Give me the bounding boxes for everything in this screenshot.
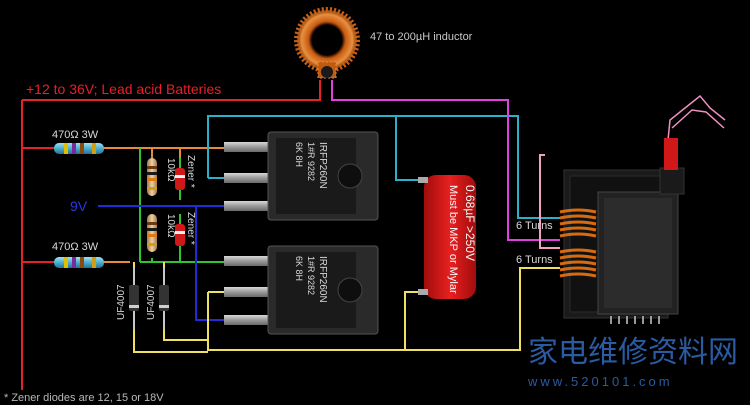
diode-uf4007-right xyxy=(159,268,169,330)
wire-supply-red xyxy=(21,80,321,390)
flyback-transformer xyxy=(559,138,685,324)
coil-top xyxy=(559,208,597,238)
mosfet-bottom-line1: IRFP260N xyxy=(317,256,328,303)
wire-blue-9v xyxy=(98,205,225,321)
wire-output-pink xyxy=(667,94,726,141)
diode-uf4007-left xyxy=(129,268,139,330)
coil-bottom xyxy=(559,248,597,278)
diode-left-label: UF4007 xyxy=(116,284,127,320)
zener-top-label: Zener * xyxy=(185,155,196,188)
mosfet-top-line3: 6K 8H xyxy=(294,142,304,167)
wires xyxy=(21,80,726,390)
gate-voltage-label: 9V xyxy=(70,198,88,214)
supply-label: +12 to 36V; Lead acid Batteries xyxy=(26,81,221,97)
wire-cyan xyxy=(207,115,560,219)
watermark-cn: 家电维修资料网 xyxy=(528,336,738,369)
resistor-10k-bottom-label: 10kΩ xyxy=(165,214,176,238)
mosfet-top-line2: 1#R 9282 xyxy=(306,142,316,181)
mosfet-top-marking: IRFP260N 1#R 9282 6K 8H xyxy=(294,142,328,189)
resistor-470-bottom-label: 470Ω 3W xyxy=(52,241,99,253)
resistor-470-top xyxy=(54,143,104,154)
wire-orange-top xyxy=(100,147,225,160)
wire-magenta xyxy=(331,80,560,241)
wire-pink xyxy=(539,154,560,249)
resistor-10k-top-label: 10kΩ xyxy=(165,158,176,182)
inductor-label: 47 to 200µH inductor xyxy=(370,31,473,43)
capacitor-line1: 0.68µF >250V xyxy=(463,185,477,261)
capacitor xyxy=(418,175,476,299)
toroid-inductor xyxy=(294,7,360,79)
diode-right-label: UF4007 xyxy=(146,284,157,320)
turns-top-label: 6 Turns xyxy=(516,220,553,232)
resistor-470-top-label: 470Ω 3W xyxy=(52,129,99,141)
zener-bottom-label: Zener * xyxy=(185,212,196,245)
mosfet-top-line1: IRFP260N xyxy=(317,142,328,189)
mosfet-bottom-marking: IRFP260N 1#R 9282 6K 8H xyxy=(294,256,328,303)
footnote: * Zener diodes are 12, 15 or 18V xyxy=(4,392,164,404)
mosfet-bottom xyxy=(224,245,379,335)
turns-bottom-label: 6 Turns xyxy=(516,254,553,266)
zener-top xyxy=(175,158,185,200)
resistor-10k-top xyxy=(147,158,157,196)
wire-yellow-diode xyxy=(133,262,165,270)
zener-bottom xyxy=(175,214,185,258)
flyback-pins xyxy=(610,316,660,324)
mosfet-bottom-line2: 1#R 9282 xyxy=(306,256,316,295)
capacitor-line2: Must be MKP or Mylar xyxy=(447,185,459,294)
wire-yellow-right xyxy=(405,267,560,351)
resistor-470-bottom xyxy=(54,257,104,268)
mosfet-bottom-line3: 6K 8H xyxy=(294,256,304,281)
capacitor-marking: 0.68µF >250V Must be MKP or Mylar xyxy=(447,185,477,294)
mosfet-top xyxy=(224,131,379,221)
watermark-url: www.520101.com xyxy=(527,374,673,389)
resistor-10k-bottom xyxy=(147,214,157,252)
